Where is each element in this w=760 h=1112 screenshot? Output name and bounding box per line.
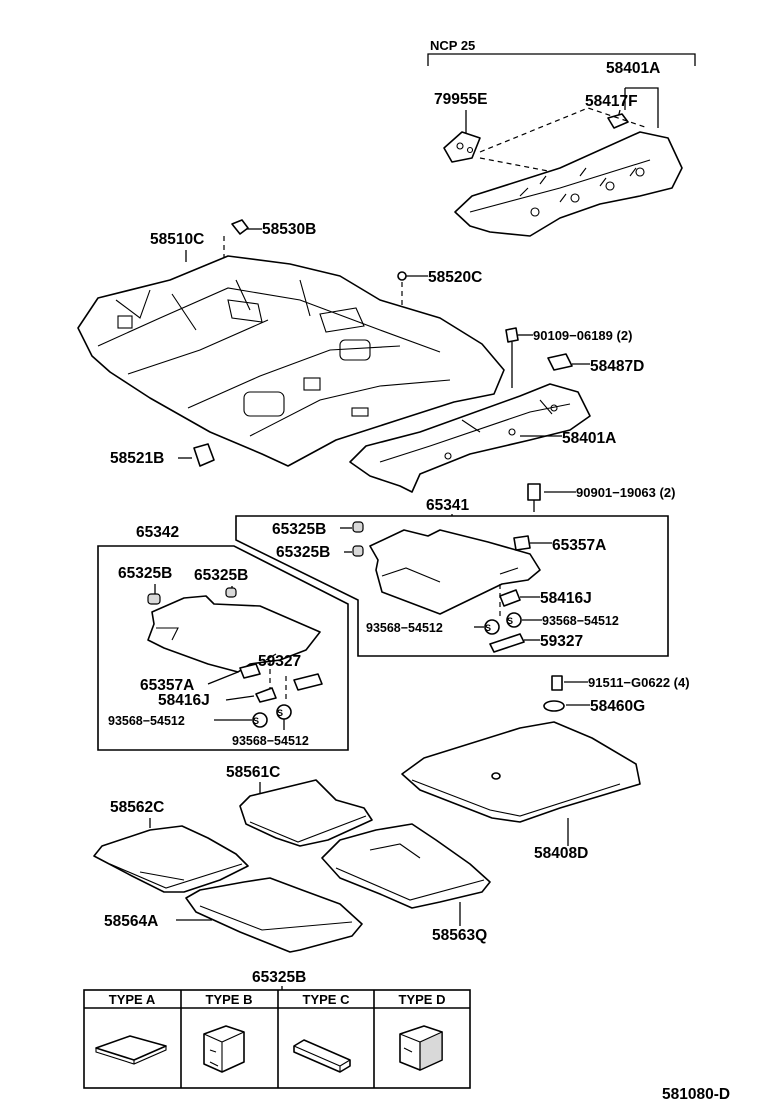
label-65357A-r: 65357A <box>552 537 606 554</box>
part-58416J-r <box>499 589 521 607</box>
label-65325B-bottom: 65325B <box>252 969 306 986</box>
svg-text:S: S <box>253 716 259 726</box>
part-58510C <box>77 255 505 467</box>
label-58408D: 58408D <box>534 845 588 862</box>
floor-mats-group: 58561C 58562C 58564A 58563Q <box>93 764 491 953</box>
part-58564A <box>185 877 363 953</box>
label-65325B-r2: 65325B <box>276 544 330 561</box>
label-65325B-l1: 65325B <box>118 565 172 582</box>
label-90901: 90901−19063 (2) <box>576 485 675 500</box>
part-65325B-r1 <box>352 521 364 533</box>
label-58401A-mid: 58401A <box>562 430 616 447</box>
label-58564A: 58564A <box>104 913 158 930</box>
part-91511 <box>551 675 563 691</box>
label-58562C: 58562C <box>110 799 164 816</box>
part-65342-tray <box>147 595 321 673</box>
luggage-group: 91511−G0622 (4) 58460G 58408D <box>401 675 690 862</box>
type-c-part <box>293 1039 351 1073</box>
part-65325B-l1 <box>147 593 161 605</box>
footer-code: 581080-D <box>662 1086 730 1103</box>
label-59327-r: 59327 <box>540 633 583 650</box>
part-93568-r1 <box>484 619 500 635</box>
label-93568-r1: 93568−54512 <box>366 621 443 635</box>
type-b-header: TYPE B <box>206 992 253 1007</box>
label-58521B: 58521B <box>110 450 164 467</box>
part-65325B-r2 <box>352 545 364 557</box>
label-59327-l: 59327 <box>258 653 301 670</box>
part-90901 <box>527 483 541 501</box>
label-65325B-r1: 65325B <box>272 521 326 538</box>
label-65325B-l2: 65325B <box>194 567 248 584</box>
label-58561C: 58561C <box>226 764 280 781</box>
leader-58401A-top <box>625 87 659 128</box>
svg-text:S: S <box>507 616 513 626</box>
part-58530B <box>231 219 249 235</box>
part-59327-l <box>293 673 323 691</box>
part-58408D <box>401 721 641 823</box>
label-58401A-top: 58401A <box>606 60 660 77</box>
label-58416J-l: 58416J <box>158 692 210 709</box>
part-93568-r2 <box>506 612 522 628</box>
label-65357A-l: 65357A <box>140 677 194 694</box>
part-58460G <box>543 700 565 712</box>
label-58487D: 58487D <box>590 358 644 375</box>
part-58417F <box>607 113 629 129</box>
label-65342: 65342 <box>136 524 179 541</box>
box-65341: 90901−19063 (2) 65341 65325B 65325B 6535… <box>235 483 675 657</box>
part-58401A-mid <box>349 383 591 493</box>
part-65341-tray <box>369 529 541 615</box>
label-58530B: 58530B <box>262 221 316 238</box>
type-legend-table <box>83 989 471 1089</box>
label-79955E: 79955E <box>434 91 487 108</box>
part-59327-r <box>489 633 525 653</box>
part-90109 <box>505 327 519 343</box>
part-65325B-l2 <box>225 587 237 598</box>
type-a-header: TYPE A <box>109 992 156 1007</box>
label-58520C: 58520C <box>428 269 482 286</box>
part-58401A-top <box>454 131 683 237</box>
label-91511: 91511−G0622 (4) <box>588 675 690 690</box>
part-58562C <box>93 825 249 893</box>
label-90109: 90109−06189 (2) <box>533 328 632 343</box>
part-58520C <box>397 271 407 281</box>
box-65342: 65342 65325B 65325B 59327 65357A 58416J … <box>97 524 349 751</box>
part-79955E <box>443 131 481 163</box>
variant-label: NCP 25 <box>430 38 475 53</box>
label-58563Q: 58563Q <box>432 927 487 944</box>
label-93568-r2: 93568−54512 <box>542 614 619 628</box>
type-legend: 65325B TYPE A TYPE B TYPE C TYPE D <box>83 969 471 1089</box>
part-58416J-l <box>255 687 277 703</box>
part-58563Q <box>321 823 491 909</box>
ncp25-group: NCP 25 58401A 79955E 58417F <box>427 38 696 237</box>
label-93568-l2: 93568−54512 <box>232 734 309 748</box>
part-58521B <box>193 443 215 467</box>
svg-text:S: S <box>277 708 283 718</box>
label-58460G: 58460G <box>590 698 645 715</box>
type-b-part <box>203 1025 245 1073</box>
label-58416J-r: 58416J <box>540 590 592 607</box>
part-93568-l1 <box>252 712 268 728</box>
svg-text:S: S <box>485 623 491 633</box>
type-c-header: TYPE C <box>303 992 351 1007</box>
mid-panel-group: 90109−06189 (2) 58487D 58401A <box>349 327 644 493</box>
part-58487D <box>547 353 573 371</box>
part-65357A-r <box>513 535 531 551</box>
label-58510C: 58510C <box>150 231 204 248</box>
variant-bracket <box>427 53 696 66</box>
label-58417F: 58417F <box>585 93 638 110</box>
label-65341: 65341 <box>426 497 469 514</box>
box-65342-frame <box>97 545 349 751</box>
main-floor-group: 58510C 58530B 58520C 58521B <box>77 219 505 467</box>
label-93568-l1: 93568−54512 <box>108 714 185 728</box>
type-a-part <box>95 1035 167 1061</box>
part-58561C <box>239 779 373 847</box>
part-65357A-l <box>239 663 261 679</box>
type-d-header: TYPE D <box>399 992 446 1007</box>
box-65341-frame <box>235 515 669 657</box>
